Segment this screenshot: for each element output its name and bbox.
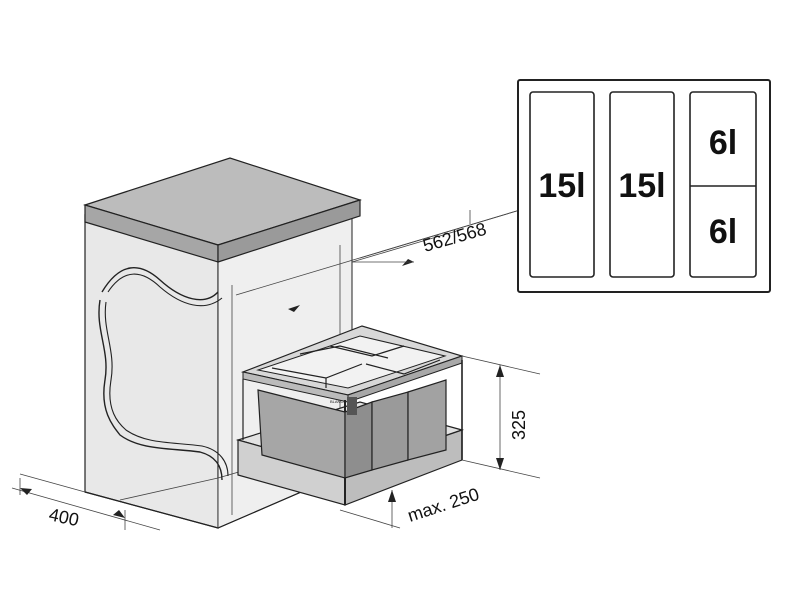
drawer-height-dimension-label: max. 250 — [405, 484, 482, 526]
compartment-3 — [689, 91, 757, 278]
compartment-3-capacity: 6l — [709, 124, 737, 162]
compartment-2 — [609, 91, 675, 278]
compartment-2-capacity: 15l — [618, 167, 665, 205]
height-dimension-label: 325 — [509, 410, 529, 440]
compartment-1 — [529, 91, 595, 278]
width-dimension-label: 400 — [47, 504, 81, 530]
compartment-layout: 15l 15l 6l 6l — [517, 79, 771, 293]
compartment-1-capacity: 15l — [538, 167, 585, 205]
bins: BLANCO — [257, 345, 447, 479]
compartment-4-capacity: 6l — [709, 213, 737, 251]
depth-dimension-label: 562/568 — [421, 219, 489, 256]
dimension-lines — [11, 209, 541, 531]
brand-mark: BLANCO — [330, 399, 346, 404]
